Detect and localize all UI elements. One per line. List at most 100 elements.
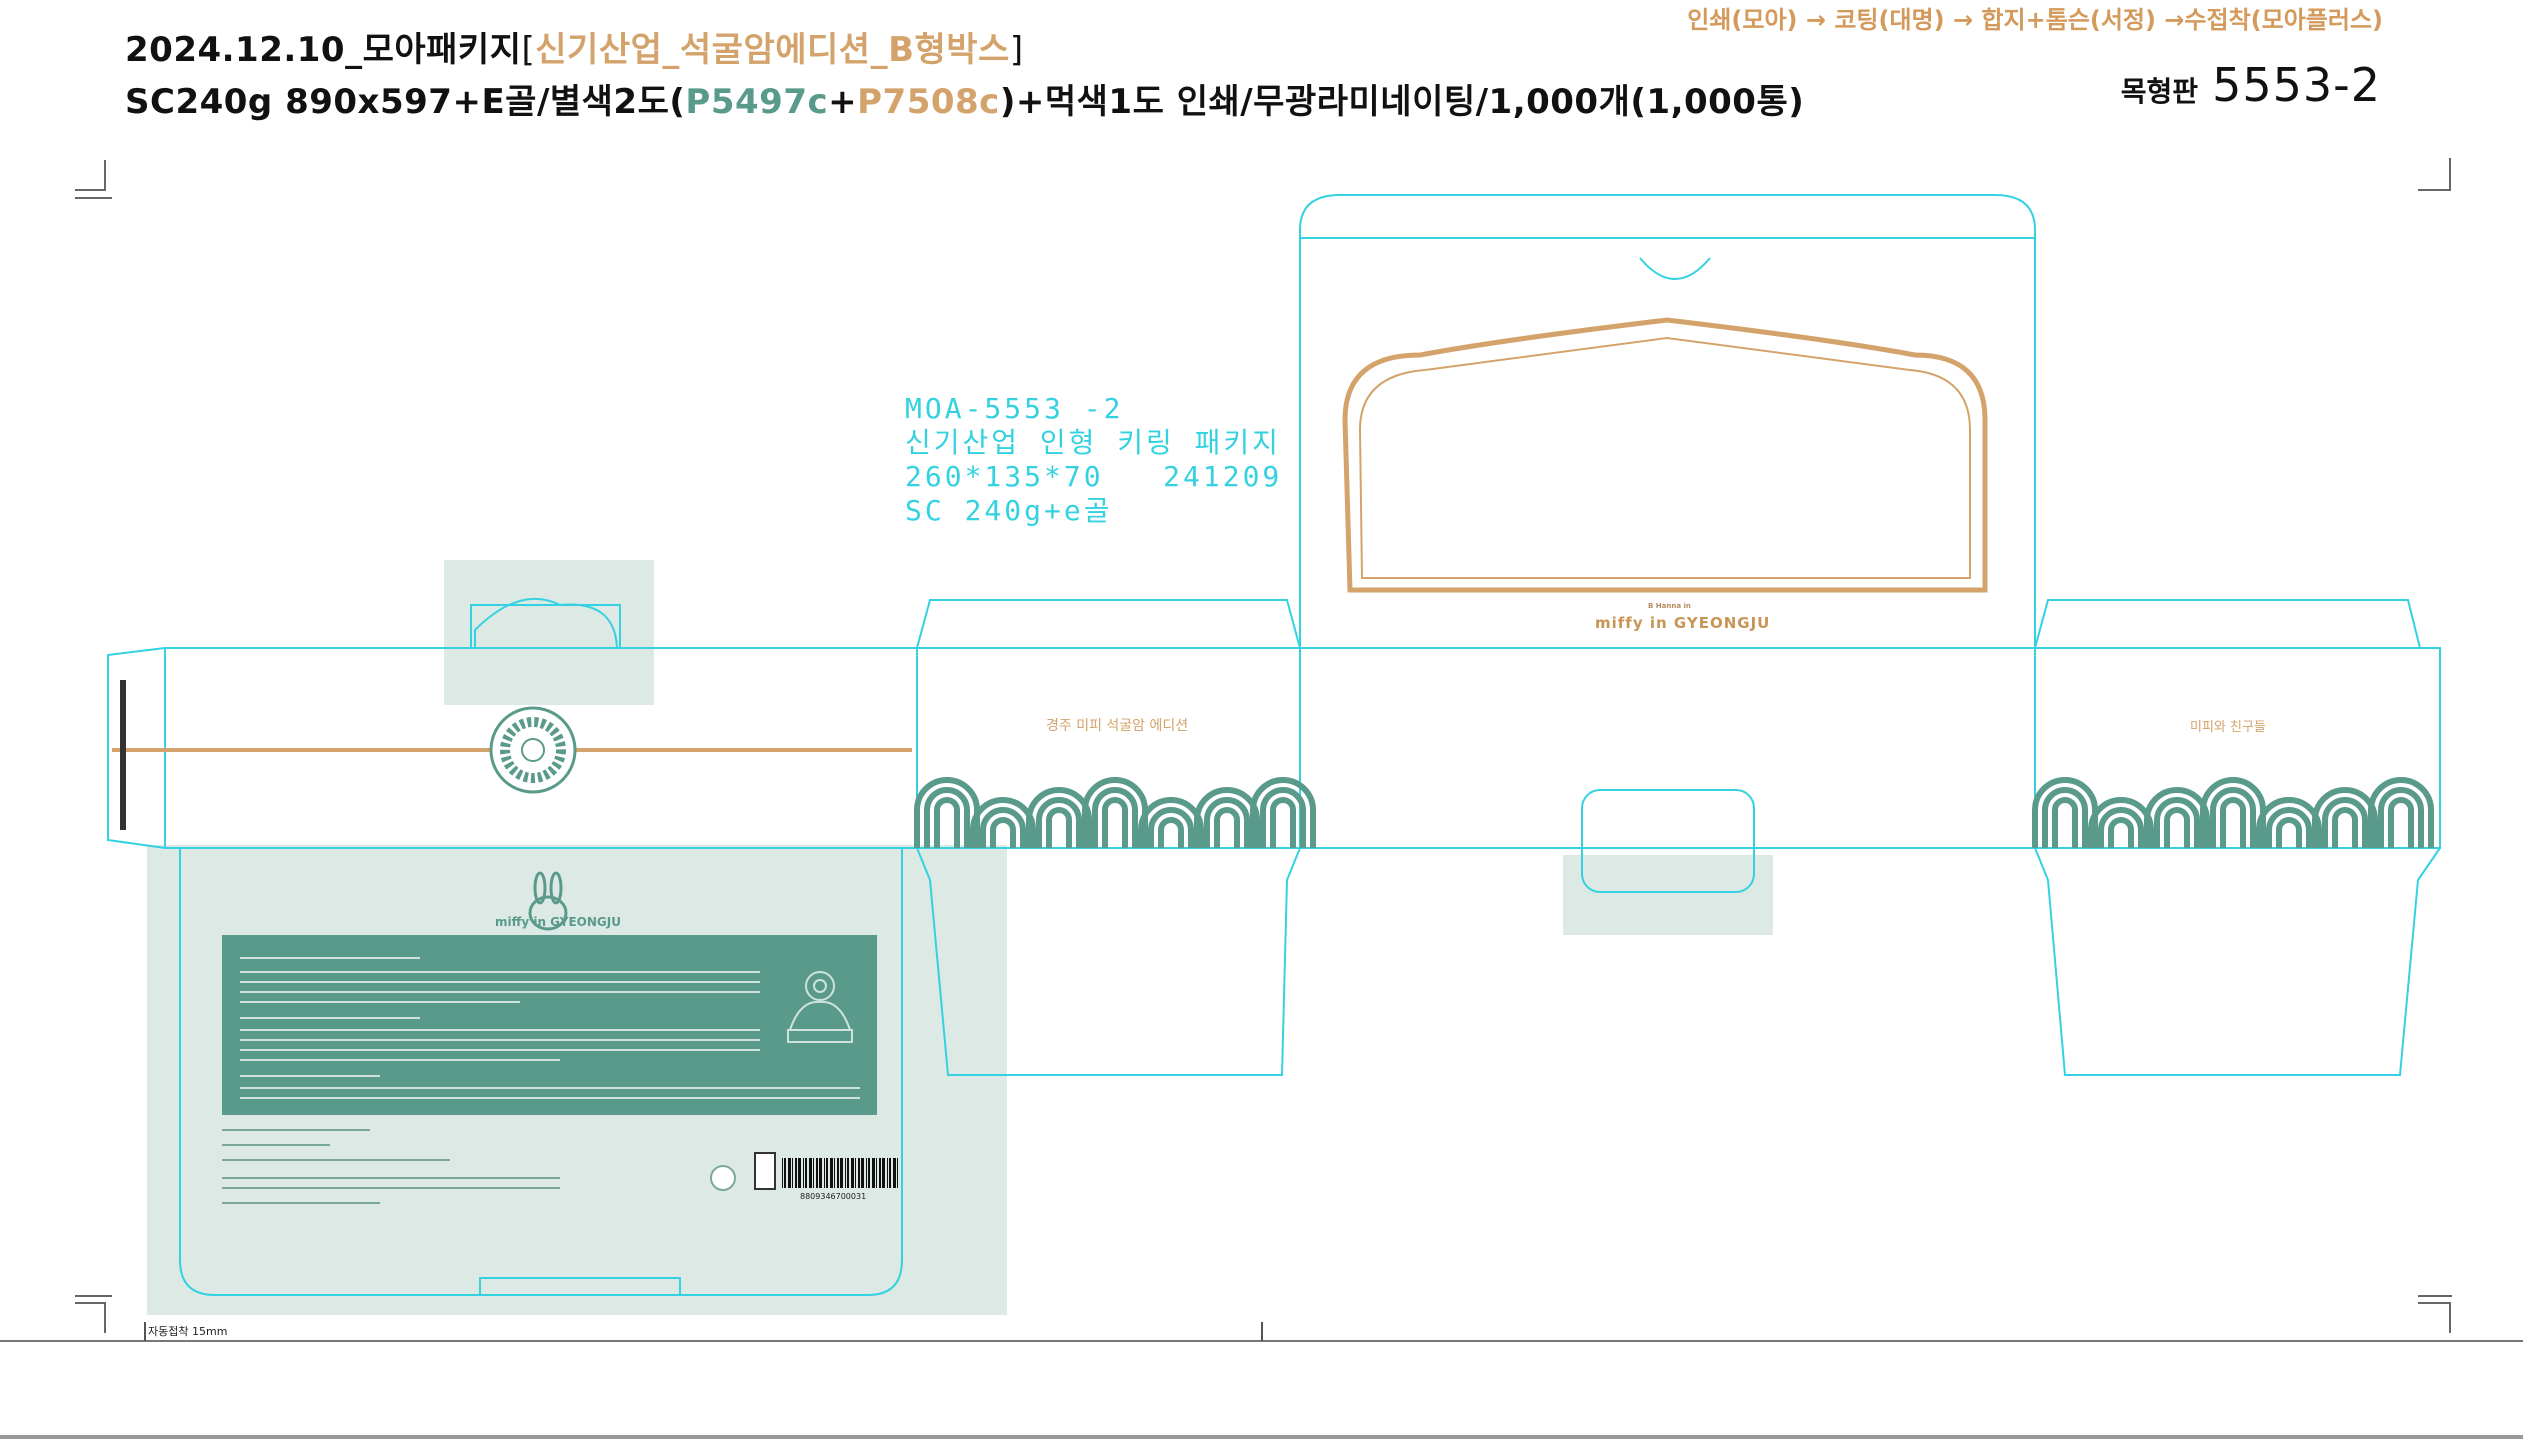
bottom-tab-bg [1563,855,1773,935]
arch-stroke [924,787,970,848]
arch-stroke [2164,807,2190,848]
barcode-bar [847,1158,849,1188]
barcode-bar [795,1158,797,1188]
barcode-bar [816,1158,818,1188]
side-flap-text [120,680,126,830]
barcode-bar [826,1158,828,1188]
arch-stroke [2042,787,2088,848]
barcode [782,1158,898,1188]
barcode-bar [819,1158,822,1188]
arch-stroke [1260,787,1306,848]
bracket-open: [ [521,30,536,70]
barcode-bar [889,1158,891,1188]
arch-stroke [2388,797,2414,848]
arch-stroke [2032,777,2098,848]
lid-brand: miffy in GYEONGJU [1595,614,1771,632]
arch-stroke [980,807,1026,848]
arch-stroke [1148,807,1194,848]
panel-right-text: 미피와 친구들 [2190,720,2266,735]
arch-stroke [1250,777,1316,848]
arch-stroke [1214,807,1240,848]
lid-window-outer [1342,317,1988,593]
stamp-line: 260*135*70 241209 [905,460,1283,493]
panel-left-text: 경주 미피 석굴암 에디션 [1046,718,1189,734]
barcode-bar [861,1158,864,1188]
info-panel [222,935,877,1115]
job-title: 2024.12.10_모아패키지[신기산업_석굴암에디션_B형박스] [125,22,1024,71]
arch-stroke [2154,797,2200,848]
barcode-bar [788,1158,791,1188]
barcode-bar [882,1158,885,1188]
barcode-bar [830,1158,833,1188]
arch-stroke [1036,797,1082,848]
arch-stroke [2276,817,2302,848]
arch-stroke [1102,797,1128,848]
arch-stroke [1158,817,1184,848]
arch-stroke [990,817,1016,848]
job-spec: SC240g 890x597+E골/별색2도(P5497c+P7508c)+먹색… [125,74,1804,123]
spec-prefix: SC240g 890x597+E골/별색2도( [125,82,686,122]
dieline-label: 목형판 [2120,75,2199,108]
arch-stroke [2322,797,2368,848]
arch-band-left [914,777,1316,848]
barcode-bar [782,1158,783,1188]
cert-mark [710,1165,736,1191]
lid-small-text: B Hanna in [1648,602,1691,610]
project-name: 신기산업_석굴암에디션_B형박스 [535,30,1010,70]
arch-stroke [2332,807,2358,848]
barcode-bar [845,1158,846,1188]
barcode-bar [893,1158,896,1188]
barcode-bar [868,1158,870,1188]
barcode-bar [887,1158,888,1188]
spot-color-2: P7508c [857,82,1000,122]
process-flow: 인쇄(모아) → 코팅(대명) → 합지+톰슨(서정) →수접착(모아플러스) [1687,6,2383,34]
arch-band-right [2032,777,2434,848]
dieline-number: 목형판 5553-2 [2121,58,2381,112]
barcode-bar [824,1158,825,1188]
dieline-value: 5553-2 [2212,58,2381,112]
stamp-line: MOA-5553 -2 [905,392,1124,425]
barcode-bar [851,1158,854,1188]
arch-stroke [1046,807,1072,848]
barcode-bar [798,1158,801,1188]
arch-stroke [2108,817,2134,848]
recycle-mark [754,1152,776,1190]
barcode-bar [866,1158,867,1188]
arch-stroke [2378,787,2424,848]
barcode-bar [855,1158,856,1188]
barcode-bar [809,1158,812,1188]
arch-stroke [934,797,960,848]
stamp-line: 신기산업 인형 키링 패키지 [905,426,1281,459]
lid-window-inner [1358,336,1971,579]
barcode-bar [813,1158,814,1188]
barcode-bar [792,1158,793,1188]
barcode-bar [858,1158,860,1188]
barcode-bar [897,1158,898,1188]
barcode-bar [805,1158,807,1188]
registration-marks [75,158,2452,1333]
miffy-face [528,871,568,931]
arch-stroke [1082,777,1148,848]
arch-stroke [1092,787,1138,848]
arch-stroke [1204,797,1250,848]
back-panel-text [222,1129,560,1204]
barcode-bar [840,1158,843,1188]
arch-stroke [2210,787,2256,848]
arch-stroke [2052,797,2078,848]
barcode-bar [837,1158,839,1188]
arch-stroke [914,777,980,848]
spot-color-1: P5497c [685,82,829,122]
spec-suffix: )+먹색1도 인쇄/무광라미네이팅/1,000개(1,000통) [999,82,1805,122]
bracket-close: ] [1009,30,1024,70]
info-text-lines [240,957,860,1099]
arch-stroke [2200,777,2266,848]
bottom-border [0,1435,2523,1439]
barcode-bar [872,1158,875,1188]
arch-stroke [1270,797,1296,848]
arch-stroke [2098,807,2144,848]
barcode-bar [834,1158,835,1188]
stamp-line: SC 240g+e골 [905,494,1113,527]
gluing-note: 자동접착 15mm [148,1325,228,1338]
